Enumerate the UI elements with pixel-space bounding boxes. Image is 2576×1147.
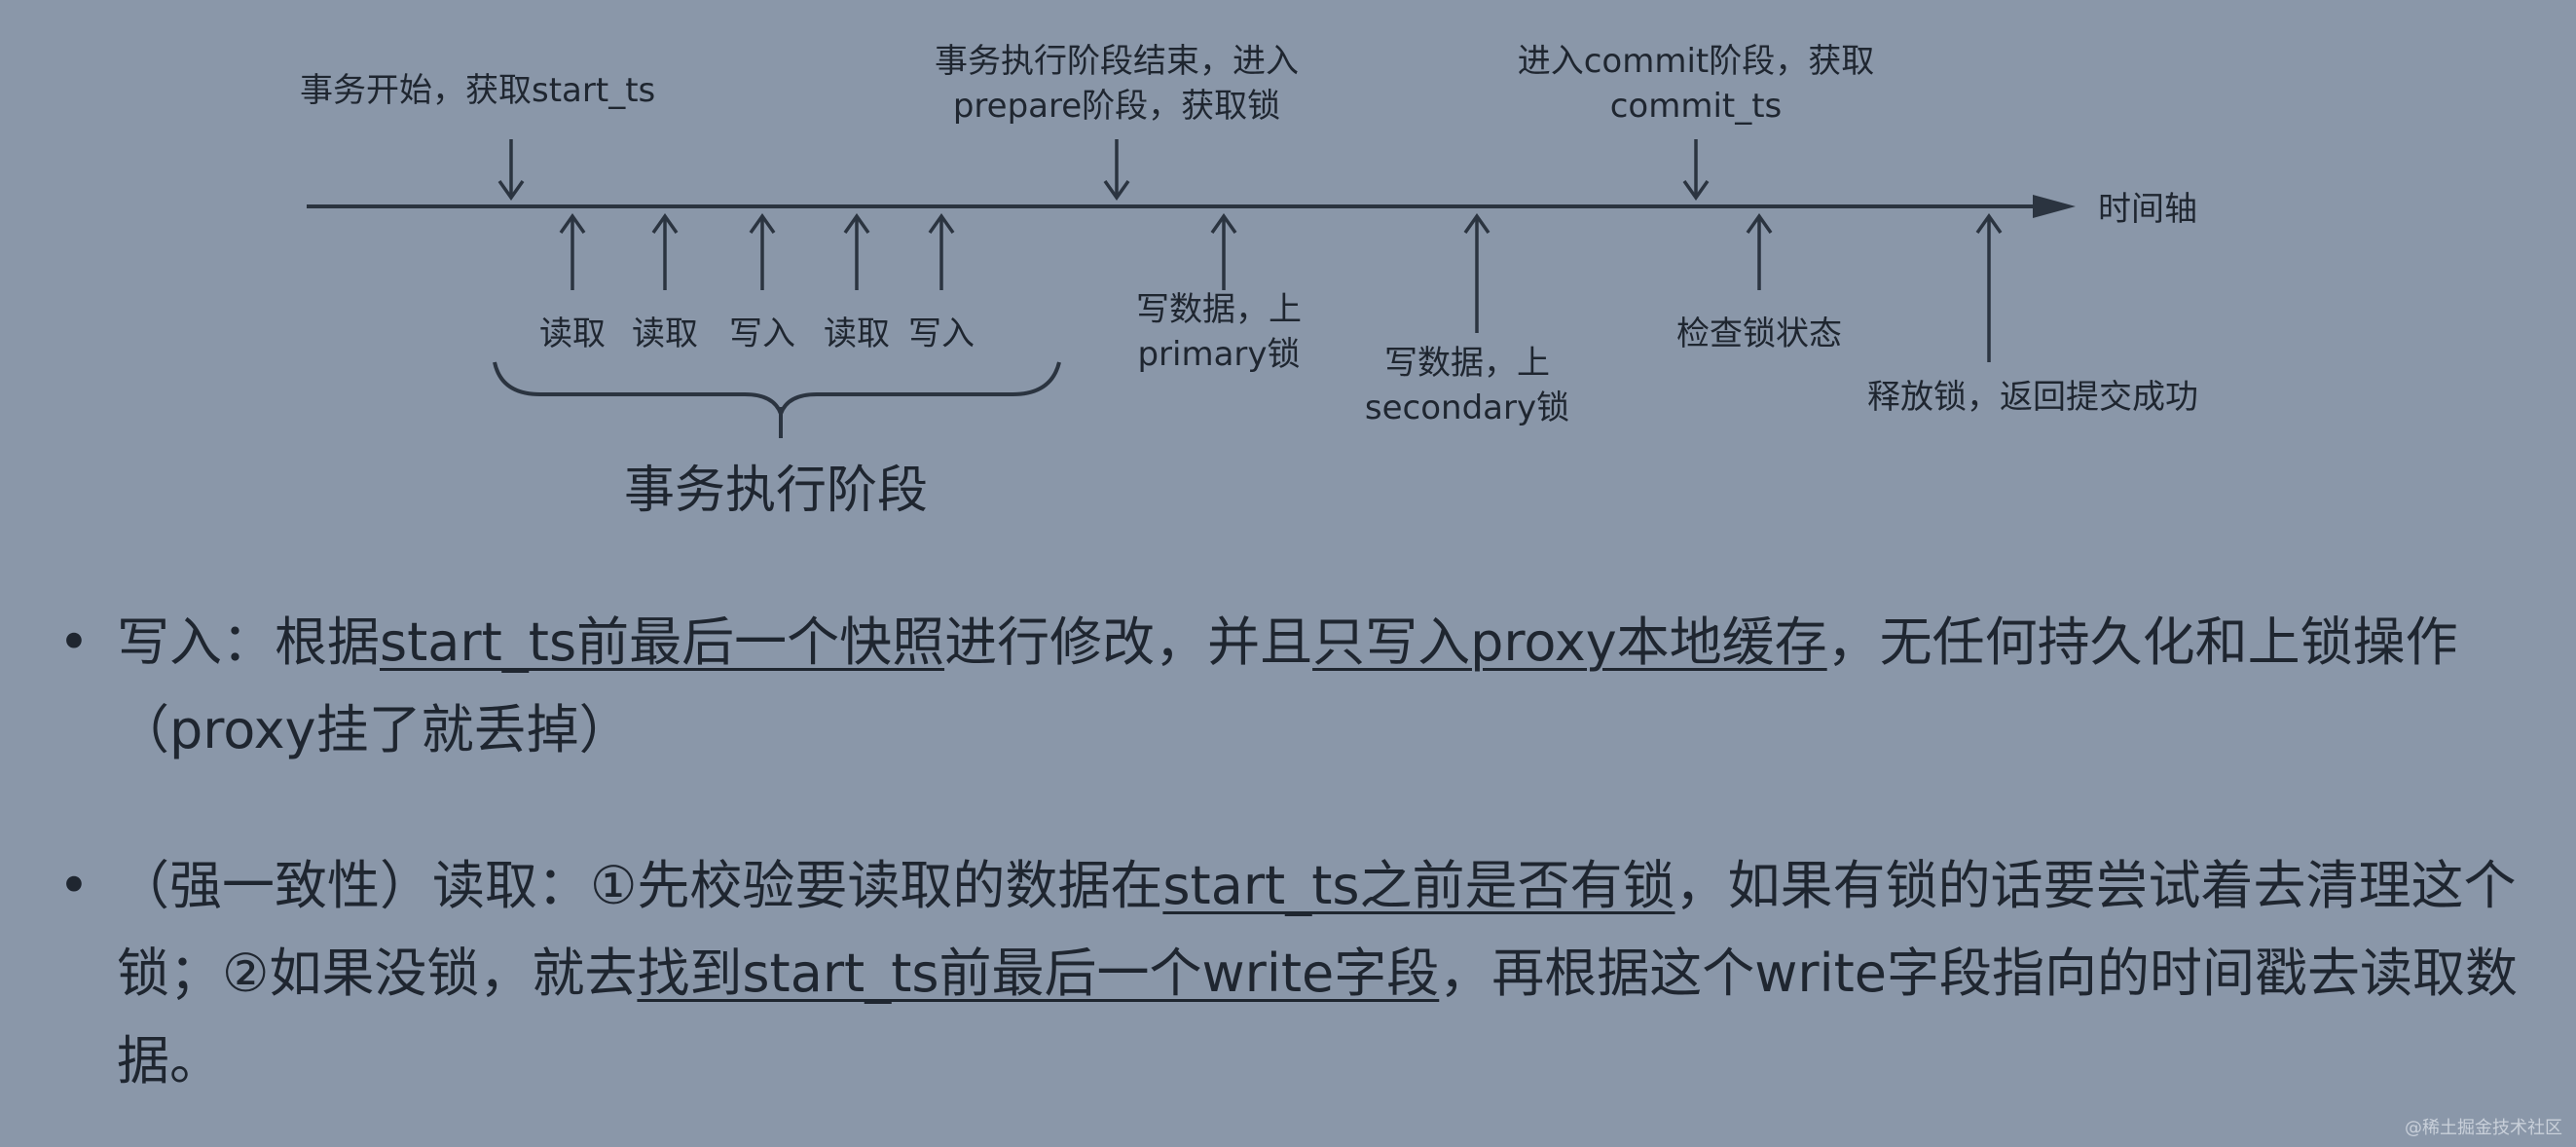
bullet-1-underlined-snapshot: start_ts前最后一个快照 xyxy=(380,611,945,673)
label-write-2: 写入 xyxy=(908,314,975,353)
bullet-1: • 写入：根据start_ts前最后一个快照进行修改，并且只写入proxy本地缓… xyxy=(58,599,2531,774)
bullet-2-part: （强一致性）读取：①先校验要读取的数据在 xyxy=(117,855,1163,916)
bullet-2: • （强一致性）读取：①先校验要读取的数据在start_ts之前是否有锁，如果有… xyxy=(58,842,2531,1105)
bottom-arrow-release xyxy=(1975,212,2003,362)
bottom-arrow-read-3 xyxy=(843,212,870,290)
bullet-1-text: 写入：根据start_ts前最后一个快照进行修改，并且只写入proxy本地缓存，… xyxy=(117,599,2531,774)
bullet-2-text: （强一致性）读取：①先校验要读取的数据在start_ts之前是否有锁，如果有锁的… xyxy=(117,842,2531,1105)
bullet-dot: • xyxy=(58,611,90,673)
label-write-1: 写入 xyxy=(729,314,795,353)
label-check-lock: 检查锁状态 xyxy=(1676,314,1842,353)
timeline-diagram: 事务开始，获取start_ts 事务执行阶段结束，进入 prepare阶段，获取… xyxy=(300,42,2198,520)
top-arrow-prepare xyxy=(1103,139,1130,202)
bottom-arrow-secondary xyxy=(1463,212,1490,333)
bottom-arrow-write-2 xyxy=(928,212,955,290)
timeline-axis-arrowhead xyxy=(2033,195,2076,218)
label-execution-phase: 事务执行阶段 xyxy=(623,462,929,520)
label-read-3: 读取 xyxy=(824,314,890,353)
execution-phase-brace xyxy=(493,361,1061,421)
bullet-2-underlined-lock-check: start_ts之前是否有锁 xyxy=(1162,855,1675,916)
bullet-1-part: ，无任何持久化和上锁操作（proxy挂了就丢掉） xyxy=(117,611,2458,760)
label-primary-lock: 写数据，上 primary锁 xyxy=(1136,290,1302,374)
bullet-1-part: 写入：根据 xyxy=(117,611,380,673)
bottom-arrow-write-1 xyxy=(749,212,776,290)
top-arrow-commit xyxy=(1682,139,1710,202)
timeline-svg xyxy=(307,139,2076,438)
bullet-2-underlined-write-field: 找到start_ts前最后一个write字段 xyxy=(637,943,1440,1004)
bullet-2-part: ，如果有锁的话要尝试着去清理这个锁；②如果没锁，就去 xyxy=(117,855,2517,1004)
bullet-1-underlined-cache: 只写入proxy本地缓存 xyxy=(1312,611,1827,673)
bullet-1-part: 进行修改，并且 xyxy=(944,611,1313,673)
bullet-dot: • xyxy=(58,855,90,916)
bullet-2-part: ，再根据这个write字段指向的时间戳去读取数据。 xyxy=(117,943,2519,1092)
label-release-lock: 释放锁，返回提交成功 xyxy=(1867,378,2198,417)
label-secondary-lock: 写数据，上 secondary锁 xyxy=(1364,344,1570,427)
label-commit: 进入commit阶段，获取 commit_ts xyxy=(1517,42,1875,126)
watermark: @稀土掘金技术社区 xyxy=(2405,1118,2562,1138)
label-read-2: 读取 xyxy=(632,314,698,353)
top-arrow-start xyxy=(497,139,525,202)
bottom-arrow-check-lock xyxy=(1746,212,1773,290)
bottom-arrow-primary xyxy=(1210,212,1237,290)
bottom-arrow-read-1 xyxy=(559,212,586,290)
label-prepare: 事务执行阶段结束，进入 prepare阶段，获取锁 xyxy=(935,42,1299,126)
label-read-1: 读取 xyxy=(539,314,606,353)
label-txn-start: 事务开始，获取start_ts xyxy=(300,71,656,110)
axis-label: 时间轴 xyxy=(2098,190,2197,229)
bottom-arrow-read-2 xyxy=(651,212,679,290)
